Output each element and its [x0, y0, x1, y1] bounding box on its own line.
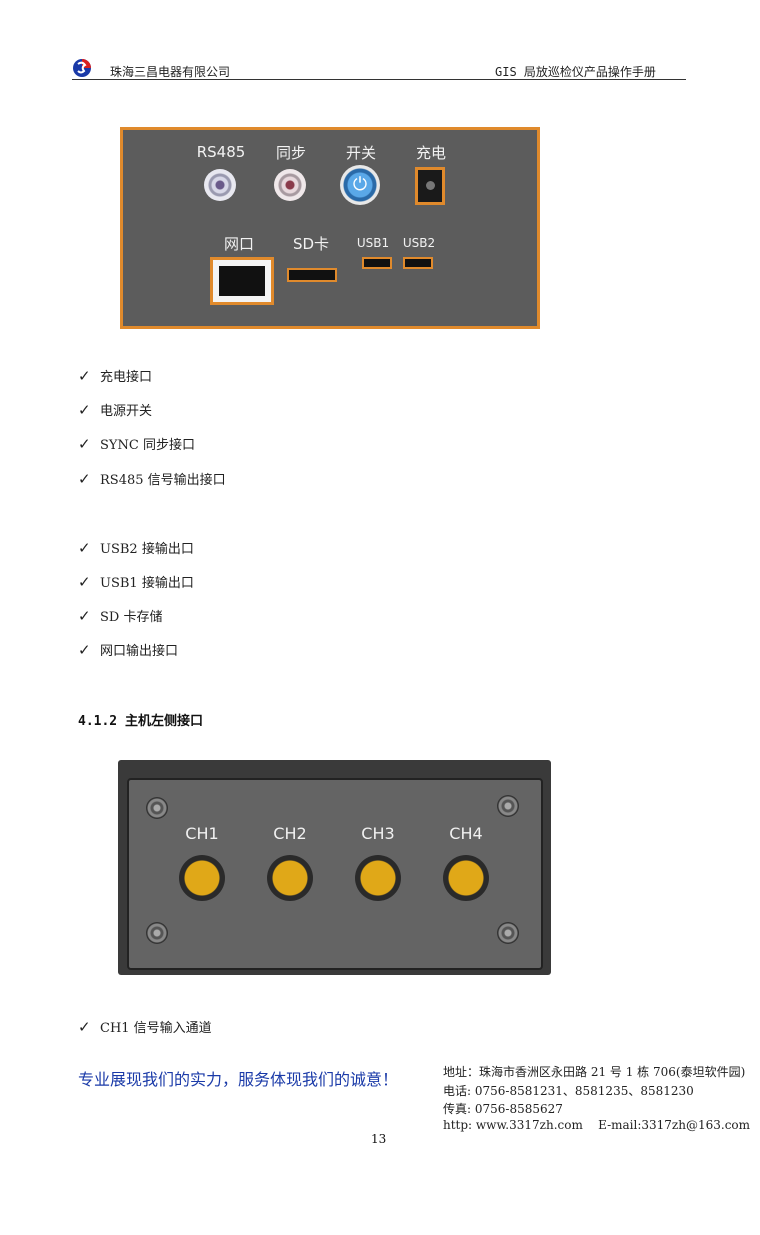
ch4-port-icon: [443, 855, 489, 901]
label-usb1: USB1: [356, 236, 390, 250]
check-icon: ✓: [78, 606, 91, 625]
footer-phone: 电话: 0756-8581231、8581235、8581230: [443, 1084, 694, 1098]
check-icon: ✓: [78, 1017, 91, 1036]
screw-icon: [497, 922, 519, 944]
screw-icon: [497, 795, 519, 817]
label-ch2: CH2: [273, 824, 307, 843]
check-icon: ✓: [78, 366, 91, 385]
manual-title: GIS 局放巡检仪产品操作手册: [495, 65, 656, 79]
list-item: ✓ SYNC 同步接口: [78, 434, 195, 454]
check-icon: ✓: [78, 640, 91, 659]
device-left-panel-face: CH1 CH2 CH3 CH4: [127, 778, 543, 970]
footer-address: 地址：珠海市香洲区永田路 21 号 1 栋 706(泰坦软件园): [443, 1065, 746, 1079]
usb1-port-icon: [362, 257, 392, 269]
label-usb2: USB2: [402, 236, 436, 250]
sd-slot-icon: [287, 268, 337, 282]
label-charge: 充电: [415, 144, 446, 162]
company-name: 珠海三昌电器有限公司: [110, 65, 231, 79]
list-item: ✓ USB2 接输出口: [78, 538, 194, 558]
device-top-panel: RS485 同步 开关 充电 ⏻ 网口 SD卡 USB1 USB2: [120, 127, 540, 329]
list-item: ✓ SD 卡存储: [78, 606, 163, 626]
list-item: ✓ 充电接口: [78, 366, 153, 386]
label-sd: SD卡: [292, 235, 330, 253]
list-item: ✓ 电源开关: [78, 400, 153, 420]
screw-icon: [146, 922, 168, 944]
ch1-port-icon: [179, 855, 225, 901]
lan-port-icon: [210, 257, 274, 305]
charge-port-icon: [415, 167, 445, 205]
ch2-port-icon: [267, 855, 313, 901]
power-button-icon: ⏻: [340, 165, 380, 205]
list-item: ✓ RS485 信号输出接口: [78, 469, 226, 489]
check-icon: ✓: [78, 469, 91, 488]
power-glyph: ⏻: [352, 174, 368, 195]
footer-web: http: www.3317zh.com E-mail:3317zh@163.c…: [443, 1118, 751, 1132]
label-ch4: CH4: [449, 824, 483, 843]
footer-fax: 传真: 0756-8585627: [443, 1102, 563, 1116]
footer-slogan: 专业展现我们的实力，服务体现我们的诚意！: [78, 1070, 399, 1089]
check-icon: ✓: [78, 572, 91, 591]
list-item: ✓ CH1 信号输入通道: [78, 1017, 212, 1037]
label-ch3: CH3: [361, 824, 395, 843]
list-item: ✓ USB1 接输出口: [78, 572, 194, 592]
rs485-port-icon: [204, 169, 236, 201]
label-rs485: RS485: [196, 143, 246, 161]
sync-port-icon: [274, 169, 306, 201]
screw-icon: [146, 797, 168, 819]
section-heading: 4.1.2 主机左侧接口: [78, 714, 203, 729]
usb2-port-icon: [403, 257, 433, 269]
label-switch: 开关: [345, 144, 376, 162]
check-icon: ✓: [78, 538, 91, 557]
header-rule: [72, 79, 686, 80]
list-item: ✓ 网口输出接口: [78, 640, 179, 660]
check-icon: ✓: [78, 400, 91, 419]
check-icon: ✓: [78, 434, 91, 453]
label-ch1: CH1: [185, 824, 219, 843]
company-logo: [72, 58, 92, 78]
ch3-port-icon: [355, 855, 401, 901]
page-number: 13: [371, 1132, 387, 1146]
label-lan: 网口: [223, 235, 254, 253]
label-sync: 同步: [275, 144, 306, 162]
